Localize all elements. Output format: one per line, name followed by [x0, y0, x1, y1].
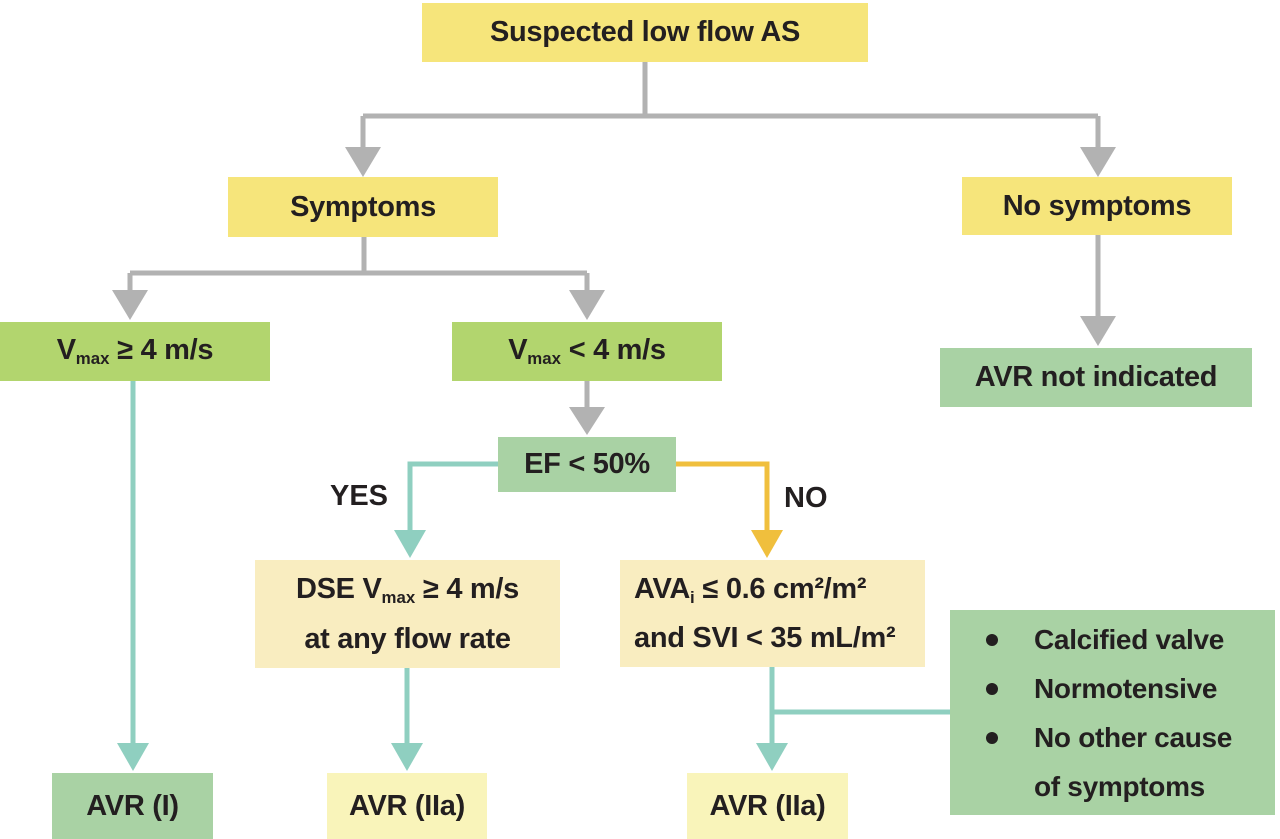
- criteria-item-no-other-cause: No other cause of symptoms: [978, 713, 1265, 811]
- arrowhead-avr-iia-dse: [391, 743, 423, 771]
- node-dse-line1: DSE Vmax ≥ 4 m/s: [296, 573, 519, 608]
- edge-ef-no: [676, 461, 770, 532]
- arrowhead-no-symptoms: [1080, 147, 1116, 177]
- node-avr-i-label: AVR (I): [86, 789, 179, 822]
- arrowhead-vmax-ge: [112, 290, 148, 320]
- node-avr-iia-ava: AVR (IIa): [687, 773, 848, 839]
- node-vmax-lt-4-label: Vmax < 4 m/s: [508, 334, 666, 369]
- node-vmax-ge-4: Vmax ≥ 4 m/s: [0, 322, 270, 381]
- arrowhead-avr-i: [117, 743, 149, 771]
- node-dse-line2: at any flow rate: [304, 622, 511, 655]
- teal-edges: [130, 381, 950, 745]
- node-no-symptoms-label: No symptoms: [1002, 189, 1192, 222]
- node-symptoms-label: Symptoms: [290, 190, 436, 223]
- arrowhead-avr-iia-ava: [756, 743, 788, 771]
- criteria-item-calcified-valve: Calcified valve: [978, 615, 1265, 664]
- edge-label-yes: YES: [330, 480, 389, 512]
- edge-ava-to-avr-iia-and-criteria: [769, 666, 950, 745]
- node-vmax-ge-4-label: Vmax ≥ 4 m/s: [56, 334, 214, 369]
- criteria-item-normotensive: Normotensive: [978, 664, 1265, 713]
- edge-root-split: [363, 62, 1098, 119]
- edge-label-no: NO: [784, 482, 828, 514]
- node-ava-line2: and SVI < 35 mL/m²: [634, 622, 896, 655]
- orange-arrowheads: [751, 530, 783, 558]
- node-avr-iia-dse-label: AVR (IIa): [349, 789, 465, 822]
- node-avr-iia-dse: AVR (IIa): [327, 773, 487, 839]
- criteria-items: Calcified valve Normotensive No other ca…: [950, 605, 1275, 821]
- node-ef-lt-50-label: EF < 50%: [524, 448, 650, 481]
- edge-ef-yes: [407, 461, 498, 532]
- node-avr-not-indicated: AVR not indicated: [940, 348, 1252, 407]
- node-dse: DSE Vmax ≥ 4 m/s at any flow rate: [255, 560, 560, 668]
- node-suspected-low-flow-as: Suspected low flow AS: [422, 3, 868, 62]
- node-suspected-label: Suspected low flow AS: [489, 16, 801, 49]
- arrowhead-ava: [751, 530, 783, 558]
- arrowhead-symptoms: [345, 147, 381, 177]
- gray-arrowheads: [112, 147, 1116, 435]
- edge-symptoms-split: [130, 237, 587, 276]
- node-avr-not-indicated-label: AVR not indicated: [974, 361, 1218, 394]
- node-ava-svi: AVAi ≤ 0.6 cm²/m² and SVI < 35 mL/m²: [620, 560, 925, 667]
- arrowhead-ef: [569, 407, 605, 435]
- node-avr-iia-ava-label: AVR (IIa): [709, 789, 826, 822]
- node-ef-lt-50: EF < 50%: [498, 437, 676, 492]
- node-vmax-lt-4: Vmax < 4 m/s: [452, 322, 722, 381]
- node-avr-i: AVR (I): [52, 773, 213, 839]
- orange-edges: [676, 461, 770, 532]
- arrowhead-vmax-lt: [569, 290, 605, 320]
- node-symptoms: Symptoms: [228, 177, 498, 237]
- node-ava-line1: AVAi ≤ 0.6 cm²/m²: [634, 572, 867, 608]
- gray-edges: [127, 62, 1101, 409]
- arrowhead-dse: [394, 530, 426, 558]
- node-criteria-list: Calcified valve Normotensive No other ca…: [950, 610, 1275, 815]
- teal-arrowheads: [117, 530, 788, 771]
- arrowhead-avr-not-indicated: [1080, 316, 1116, 346]
- node-no-symptoms: No symptoms: [962, 177, 1232, 235]
